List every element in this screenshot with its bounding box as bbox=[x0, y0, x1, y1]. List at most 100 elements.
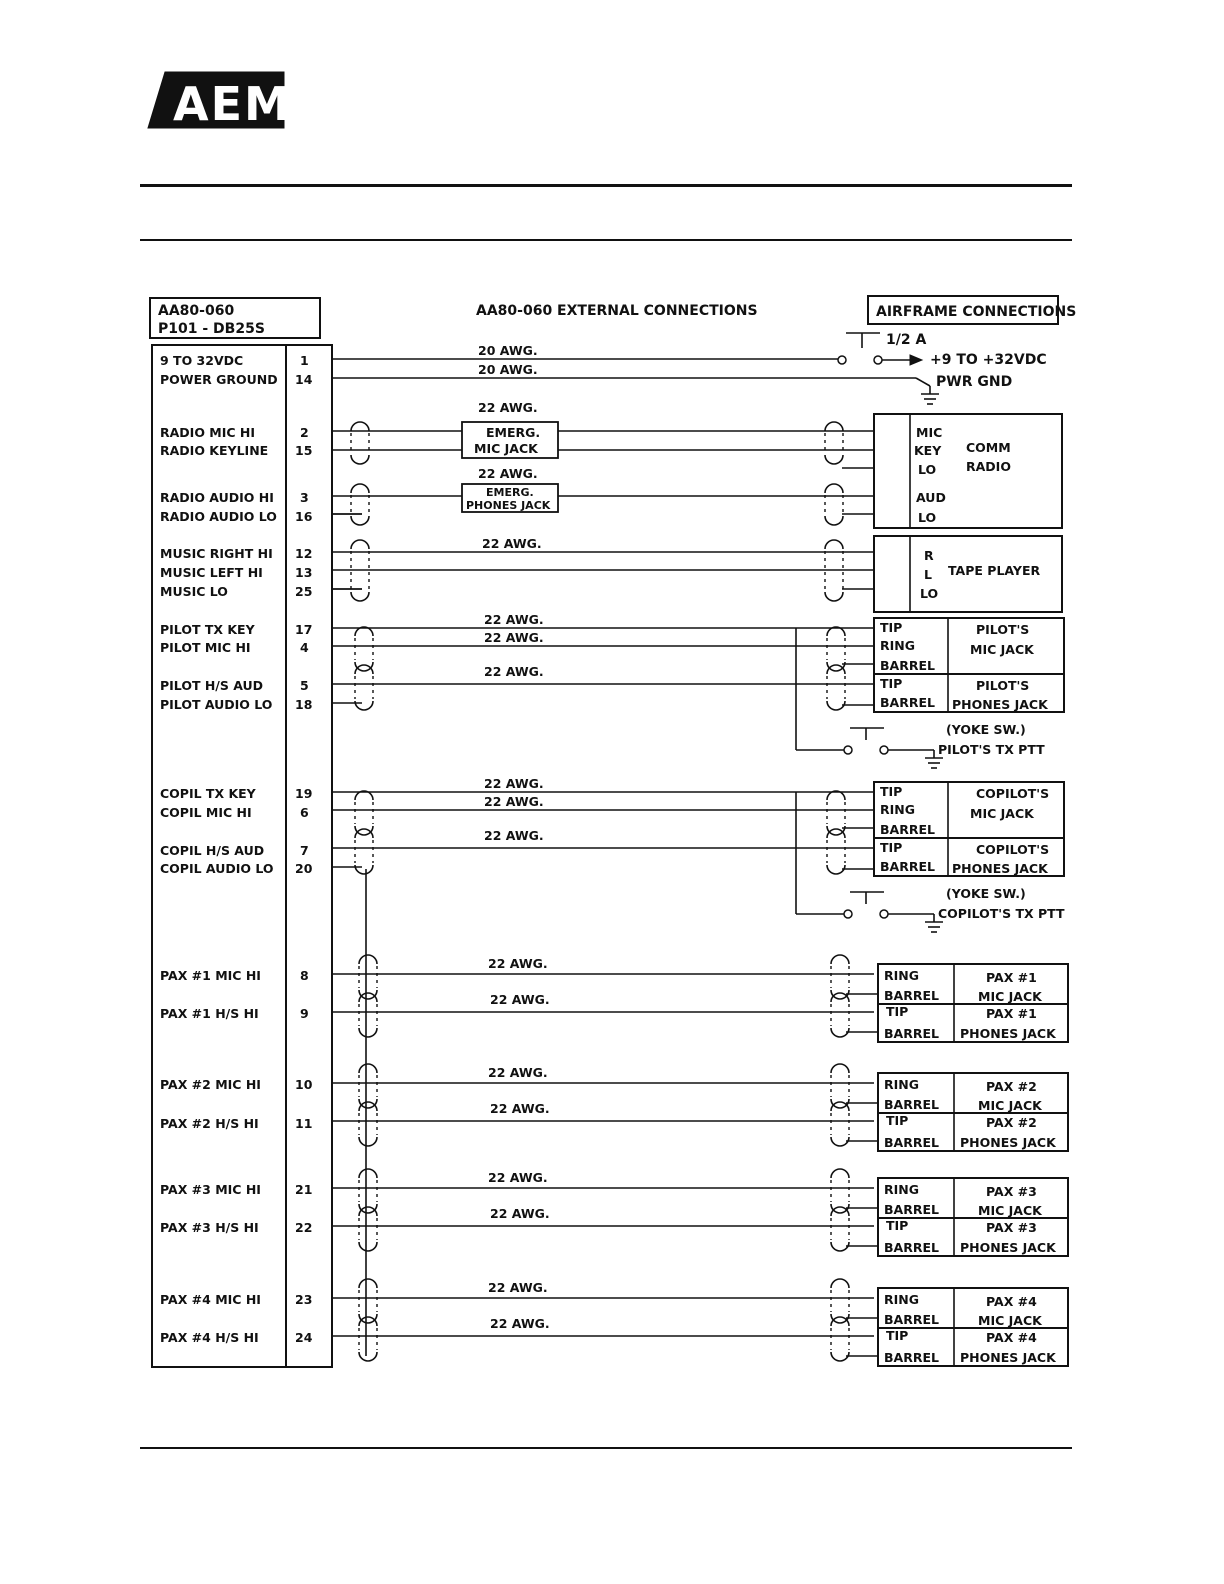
wire-label: 22 AWG. bbox=[482, 536, 542, 551]
pin-number-16: 16 bbox=[295, 509, 313, 524]
wire-label: 22 AWG. bbox=[484, 776, 544, 791]
shield-left bbox=[358, 1063, 378, 1109]
pax-mic-jack-name2: MIC JACK bbox=[978, 1203, 1043, 1218]
diagram-title: AA80-060 EXTERNAL CONNECTIONS bbox=[476, 303, 758, 319]
comm-pin-lo: LO bbox=[918, 462, 936, 477]
pilot-phones-jack-name2: PHONES JACK bbox=[952, 697, 1049, 712]
comm-radio-name2: RADIO bbox=[966, 459, 1011, 474]
shield-left bbox=[358, 1168, 378, 1214]
pwr-gnd-label: PWR GND bbox=[936, 374, 1012, 390]
emerg-mic-line2: MIC JACK bbox=[474, 441, 539, 456]
connector-header-box bbox=[149, 297, 321, 339]
switch-contact bbox=[879, 745, 889, 755]
pax-phones-jack-name1: PAX #3 bbox=[986, 1220, 1037, 1235]
wire-label: 20 AWG. bbox=[478, 343, 538, 358]
pin-label-5: PILOT H/S AUD bbox=[160, 678, 263, 693]
shield-left bbox=[354, 790, 374, 836]
shield-right bbox=[830, 1101, 850, 1147]
airframe-title: AIRFRAME CONNECTIONS bbox=[876, 304, 1076, 320]
wire-label: 22 AWG. bbox=[484, 828, 544, 843]
jack-pin-barrel: BARREL bbox=[884, 1350, 939, 1365]
emerg-phones-line1: EMERG. bbox=[486, 486, 534, 499]
emerg-phones-jack-box bbox=[461, 483, 559, 513]
shield-right bbox=[826, 664, 846, 711]
shield-left bbox=[358, 1278, 378, 1324]
aem-logo: AEM bbox=[147, 71, 287, 130]
pin-number-6: 6 bbox=[300, 805, 309, 820]
wire-label: 22 AWG. bbox=[478, 400, 538, 415]
pax-phones-jack-name2: PHONES JACK bbox=[960, 1026, 1057, 1041]
jack-pin-barrel: BARREL bbox=[880, 822, 935, 837]
jack-pin-barrel: BARREL bbox=[880, 658, 935, 673]
pin-label-20: COPIL AUDIO LO bbox=[160, 861, 274, 876]
jack-pin-ring: RING bbox=[880, 802, 915, 817]
pin-label-21: PAX #3 MIC HI bbox=[160, 1182, 261, 1197]
copilot-mic-jack-name2: MIC JACK bbox=[970, 806, 1035, 821]
jack-pin-barrel: BARREL bbox=[884, 988, 939, 1003]
pax1-phones-jack-box bbox=[877, 1003, 1069, 1043]
tape-player-box bbox=[873, 535, 1063, 613]
shield-left bbox=[350, 539, 370, 602]
pin-label-17: PILOT TX KEY bbox=[160, 622, 256, 637]
pax-mic-jack-name2: MIC JACK bbox=[978, 1313, 1043, 1328]
pax-phones-jack-name1: PAX #1 bbox=[986, 1006, 1037, 1021]
music-section: 22 AWG. R L LO TAPE PLAYER bbox=[332, 535, 1063, 613]
pin-number-14: 14 bbox=[295, 372, 313, 387]
jack-pin-tip: TIP bbox=[886, 1328, 908, 1343]
shield-right bbox=[826, 828, 846, 875]
shield-left bbox=[358, 1316, 378, 1362]
fuse-label: 1/2 A bbox=[886, 332, 926, 348]
tape-pin-l: L bbox=[924, 567, 932, 582]
wire-label: 22 AWG. bbox=[488, 1280, 548, 1295]
shield-left bbox=[358, 1206, 378, 1252]
wire-label: 22 AWG. bbox=[488, 1170, 548, 1185]
wire-label: 22 AWG. bbox=[490, 1316, 550, 1331]
jack-pin-ring: RING bbox=[880, 638, 915, 653]
pin-label-1: 9 TO 32VDC bbox=[160, 353, 243, 368]
shield-left bbox=[350, 421, 370, 465]
tape-pin-lo: LO bbox=[920, 586, 938, 601]
shield-right bbox=[824, 483, 844, 526]
wire-label: 22 AWG. bbox=[488, 956, 548, 971]
pin-label-16: RADIO AUDIO LO bbox=[160, 509, 277, 524]
tape-player-name: TAPE PLAYER bbox=[948, 563, 1040, 578]
shield-right bbox=[826, 790, 846, 836]
shield-right bbox=[830, 1168, 850, 1214]
shield-right bbox=[830, 1063, 850, 1109]
jack-pin-ring: RING bbox=[884, 968, 919, 983]
pax-phones-jack-name2: PHONES JACK bbox=[960, 1350, 1057, 1365]
pin-number-3: 3 bbox=[300, 490, 309, 505]
wire-label: 22 AWG. bbox=[490, 1206, 550, 1221]
pin-label-25: MUSIC LO bbox=[160, 584, 228, 599]
jack-pin-tip: TIP bbox=[886, 1113, 908, 1128]
pin-label-18: PILOT AUDIO LO bbox=[160, 697, 272, 712]
pin-number-12: 12 bbox=[295, 546, 312, 561]
wire-label: 22 AWG. bbox=[478, 466, 538, 481]
pin-label-19: COPIL TX KEY bbox=[160, 786, 257, 801]
shield-left bbox=[358, 1101, 378, 1147]
shield-left bbox=[354, 664, 374, 711]
pax-mic-jack-name1: PAX #2 bbox=[986, 1079, 1037, 1094]
comm-radio-name1: COMM bbox=[966, 440, 1011, 455]
jack-pin-tip: TIP bbox=[880, 676, 902, 691]
switch-contact bbox=[843, 745, 853, 755]
pin-label-15: RADIO KEYLINE bbox=[160, 443, 268, 458]
jack-pin-barrel: BARREL bbox=[884, 1097, 939, 1112]
ground-icon bbox=[925, 757, 943, 769]
shield-right bbox=[824, 539, 844, 602]
pin-label-2: RADIO MIC HI bbox=[160, 425, 255, 440]
wire-label: 22 AWG. bbox=[484, 612, 544, 627]
footer-rule bbox=[140, 1447, 1072, 1449]
pin-label-24: PAX #4 H/S HI bbox=[160, 1330, 259, 1345]
comm-pin-key: KEY bbox=[914, 443, 942, 458]
comm-pin-lo2: LO bbox=[918, 510, 936, 525]
jack-pin-tip: TIP bbox=[886, 1218, 908, 1233]
shield-left bbox=[358, 954, 378, 1000]
shield-right bbox=[830, 954, 850, 1000]
pin-number-23: 23 bbox=[295, 1292, 312, 1307]
shield-left bbox=[354, 626, 374, 672]
pin-number-7: 7 bbox=[300, 843, 309, 858]
pin-label-4: PILOT MIC HI bbox=[160, 640, 251, 655]
